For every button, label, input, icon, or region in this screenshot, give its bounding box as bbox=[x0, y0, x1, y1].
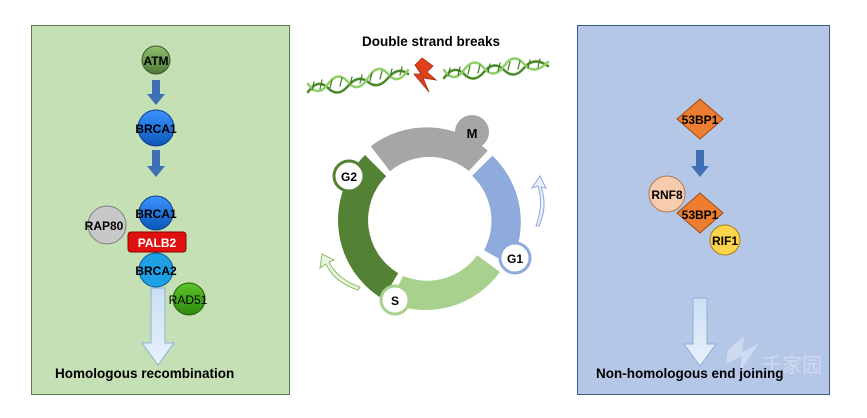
g2-phase-label: G2 bbox=[341, 170, 357, 184]
hr-pathway: ATM BRCA1 RAP80 BRCA1 BRCA2 PALB2 RAD51 bbox=[85, 45, 208, 366]
nhej-title: Non-homologous end joining bbox=[596, 366, 784, 381]
brca1-node: BRCA1 bbox=[135, 109, 177, 147]
brca-complex: RAP80 BRCA1 BRCA2 PALB2 RAD51 bbox=[85, 195, 208, 316]
atm-label: ATM bbox=[143, 54, 168, 68]
hr-arrow-brca1-complex bbox=[147, 150, 165, 177]
53bp1-node: 53BP1 bbox=[676, 98, 724, 140]
53bp1-complex-label: 53BP1 bbox=[682, 208, 719, 222]
m-phase-badge: M bbox=[467, 126, 478, 141]
palb2-label: PALB2 bbox=[138, 236, 177, 250]
hr-title: Homologous recombination bbox=[55, 366, 235, 381]
s-phase-label: S bbox=[391, 294, 399, 308]
nhej-pathway: 53BP1 RNF8 53BP1 RIF1 bbox=[648, 98, 741, 367]
s-phase-badge: S bbox=[379, 284, 411, 316]
brca1-complex-label: BRCA1 bbox=[135, 207, 177, 221]
diagram-title: Double strand breaks bbox=[362, 34, 501, 49]
s-phase-segment bbox=[390, 255, 500, 311]
53bp1-complex-node bbox=[676, 192, 724, 234]
rif1-label: RIF1 bbox=[712, 234, 738, 248]
53bp1-label: 53BP1 bbox=[682, 113, 719, 127]
brca2-node bbox=[138, 252, 174, 288]
g1-phase-badge: G1 bbox=[498, 241, 532, 275]
break-lightning-icon bbox=[413, 57, 438, 93]
brca1-complex-node bbox=[138, 195, 174, 231]
hr-arrow-atm-brca1 bbox=[147, 80, 165, 105]
rnf8-label: RNF8 bbox=[651, 188, 683, 202]
brca1-label: BRCA1 bbox=[135, 122, 177, 136]
m-phase-label: M bbox=[467, 126, 478, 141]
watermark-text: 千家园 bbox=[762, 354, 822, 377]
watermark: 千家园 bbox=[726, 336, 822, 377]
cycle-arrow-g1-icon bbox=[530, 175, 547, 227]
rif1-node bbox=[709, 224, 741, 256]
dna-helix-left bbox=[306, 66, 410, 94]
dna-helix-right bbox=[442, 57, 550, 80]
rad51-label: RAD51 bbox=[169, 293, 208, 307]
rap80-label: RAP80 bbox=[85, 219, 124, 233]
atm-node: ATM bbox=[141, 45, 171, 75]
rnf8-node bbox=[648, 175, 686, 213]
cycle-arrow-g2-icon bbox=[319, 253, 361, 291]
g2-phase-badge: G2 bbox=[332, 159, 366, 193]
cell-cycle: M G1 S G2 bbox=[319, 115, 547, 316]
hr-outcome-arrow bbox=[141, 287, 175, 366]
brca2-label: BRCA2 bbox=[135, 264, 177, 278]
nhej-arrow bbox=[691, 150, 709, 177]
g1-phase-segment bbox=[472, 155, 521, 265]
rad51-node bbox=[172, 282, 206, 316]
g1-phase-label: G1 bbox=[507, 252, 523, 266]
rap80-node bbox=[87, 205, 127, 245]
palb2-node bbox=[127, 231, 187, 253]
nhej-outcome-arrow bbox=[683, 297, 717, 367]
